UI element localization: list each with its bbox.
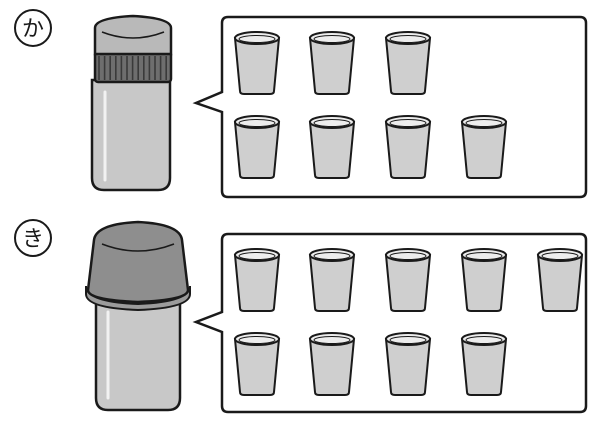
cup — [462, 116, 506, 178]
figure-ka-label-text: か — [22, 17, 44, 42]
cup — [235, 333, 279, 395]
cup — [462, 333, 506, 395]
cup — [462, 249, 506, 311]
bottle-cap — [95, 16, 171, 54]
cup — [386, 249, 430, 311]
cup — [235, 32, 279, 94]
cup — [310, 32, 354, 94]
cup — [310, 116, 354, 178]
cup — [386, 32, 430, 94]
cup — [310, 249, 354, 311]
figure-ka: か — [15, 10, 586, 197]
figure-ki-label-text: き — [22, 227, 44, 252]
screw-cap-bottle — [92, 16, 171, 190]
cup — [538, 249, 582, 311]
dome-cap-bottle — [86, 222, 190, 410]
figure-ki: き — [15, 220, 586, 412]
figure-ki-label: き — [15, 220, 51, 256]
cup — [235, 116, 279, 178]
cup — [235, 249, 279, 311]
cup — [386, 116, 430, 178]
figure-ka-label: か — [15, 10, 51, 46]
cup — [386, 333, 430, 395]
dome-cap — [88, 222, 188, 302]
cup — [310, 333, 354, 395]
